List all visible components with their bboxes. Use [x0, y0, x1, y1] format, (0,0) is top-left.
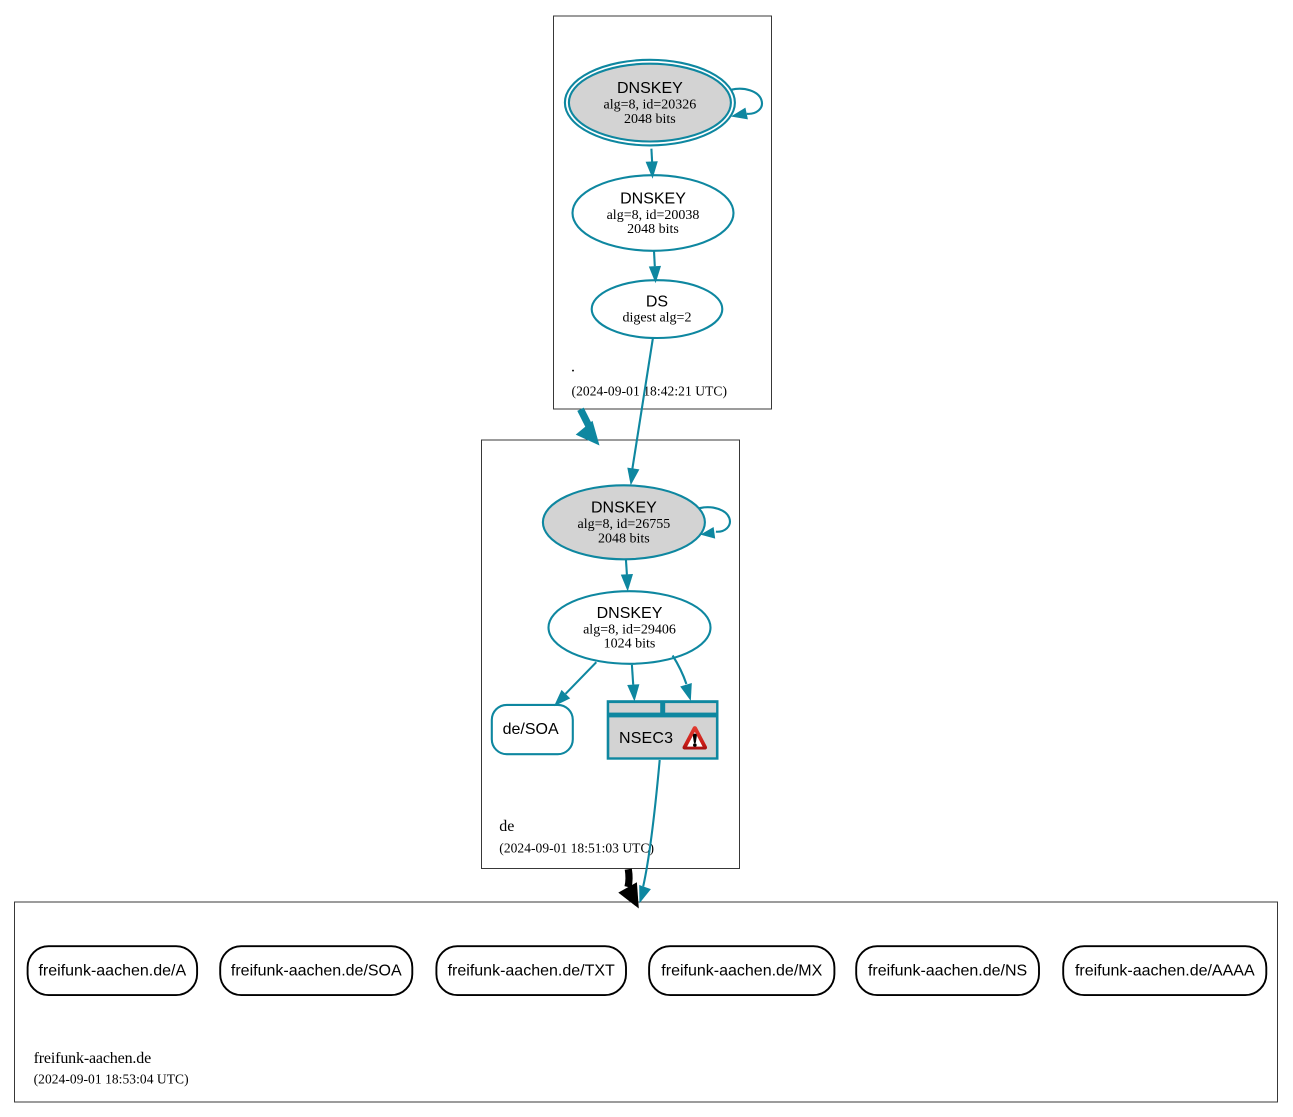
svg-text:DNSKEY: DNSKEY — [620, 190, 686, 207]
svg-text:alg=8, id=20038: alg=8, id=20038 — [607, 208, 700, 223]
svg-text:alg=8, id=20326: alg=8, id=20326 — [604, 97, 697, 112]
svg-text:freifunk-aachen.de/NS: freifunk-aachen.de/NS — [868, 962, 1027, 979]
svg-text:1024 bits: 1024 bits — [604, 637, 656, 652]
svg-text:NSEC3: NSEC3 — [619, 730, 673, 747]
svg-text:2048 bits: 2048 bits — [627, 222, 679, 237]
svg-text:(2024-09-01 18:42:21 UTC): (2024-09-01 18:42:21 UTC) — [572, 384, 728, 399]
svg-text:freifunk-aachen.de: freifunk-aachen.de — [34, 1050, 152, 1067]
svg-text:freifunk-aachen.de/MX: freifunk-aachen.de/MX — [661, 962, 822, 979]
svg-text:freifunk-aachen.de/SOA: freifunk-aachen.de/SOA — [231, 962, 402, 979]
svg-text:DS: DS — [646, 294, 668, 311]
svg-text:alg=8, id=29406: alg=8, id=29406 — [583, 622, 676, 637]
svg-text:alg=8, id=26755: alg=8, id=26755 — [578, 517, 671, 532]
svg-text:2048 bits: 2048 bits — [598, 532, 650, 547]
svg-text:DNSKEY: DNSKEY — [597, 605, 663, 622]
svg-text:de/SOA: de/SOA — [503, 721, 559, 738]
svg-text:digest alg=2: digest alg=2 — [623, 310, 692, 325]
svg-text:freifunk-aachen.de/AAAA: freifunk-aachen.de/AAAA — [1075, 962, 1255, 979]
svg-text:(2024-09-01 18:53:04 UTC): (2024-09-01 18:53:04 UTC) — [34, 1071, 189, 1086]
svg-text:DNSKEY: DNSKEY — [617, 80, 683, 97]
svg-text:de: de — [499, 818, 514, 835]
svg-text:freifunk-aachen.de/A: freifunk-aachen.de/A — [38, 962, 186, 979]
svg-text:DNSKEY: DNSKEY — [591, 500, 657, 517]
svg-text:(2024-09-01 18:51:03 UTC): (2024-09-01 18:51:03 UTC) — [499, 840, 654, 855]
svg-text:2048 bits: 2048 bits — [624, 112, 676, 127]
svg-text:freifunk-aachen.de/TXT: freifunk-aachen.de/TXT — [448, 962, 615, 979]
svg-text:.: . — [571, 359, 575, 376]
